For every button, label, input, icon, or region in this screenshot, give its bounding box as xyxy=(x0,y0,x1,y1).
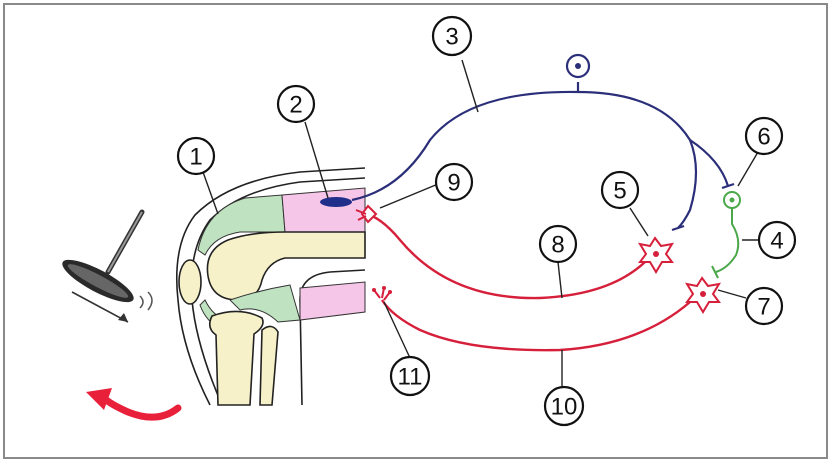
efferent-axon-extensor xyxy=(372,216,645,298)
efferent-axon-flexor xyxy=(382,300,690,350)
afferent-branch-motor xyxy=(578,92,696,228)
patella-bone xyxy=(179,260,201,304)
svg-text:1: 1 xyxy=(189,144,202,171)
motor-end-plate-flexor xyxy=(374,288,390,300)
label-8: 8 xyxy=(540,226,576,262)
label-3: 3 xyxy=(433,17,471,55)
nerve-pathways xyxy=(320,55,740,350)
reflex-hammer-icon xyxy=(58,212,152,322)
tibia-bone xyxy=(210,311,263,405)
label-4: 4 xyxy=(759,222,795,258)
svg-text:6: 6 xyxy=(757,124,770,151)
movement-arrow-icon xyxy=(86,388,178,417)
label-11: 11 xyxy=(391,357,429,395)
svg-text:11: 11 xyxy=(398,364,423,391)
label-10: 10 xyxy=(545,387,583,425)
muscle-spindle xyxy=(320,197,352,207)
thigh-muscle-pink xyxy=(282,188,365,232)
label-7: 7 xyxy=(746,288,782,324)
svg-text:4: 4 xyxy=(770,228,783,255)
label-2: 2 xyxy=(278,86,314,122)
svg-text:7: 7 xyxy=(757,294,770,321)
label-1: 1 xyxy=(178,138,214,174)
calf-muscle-pink xyxy=(300,282,365,320)
svg-text:5: 5 xyxy=(613,178,626,205)
svg-text:8: 8 xyxy=(551,232,564,259)
interneuron-axon xyxy=(716,208,738,272)
label-5: 5 xyxy=(602,172,638,208)
label-9: 9 xyxy=(436,164,472,200)
svg-text:9: 9 xyxy=(447,170,460,197)
fibula-bone xyxy=(260,326,278,405)
label-6: 6 xyxy=(746,118,782,154)
svg-text:2: 2 xyxy=(289,92,302,119)
svg-text:3: 3 xyxy=(445,24,458,51)
svg-text:10: 10 xyxy=(551,394,578,421)
